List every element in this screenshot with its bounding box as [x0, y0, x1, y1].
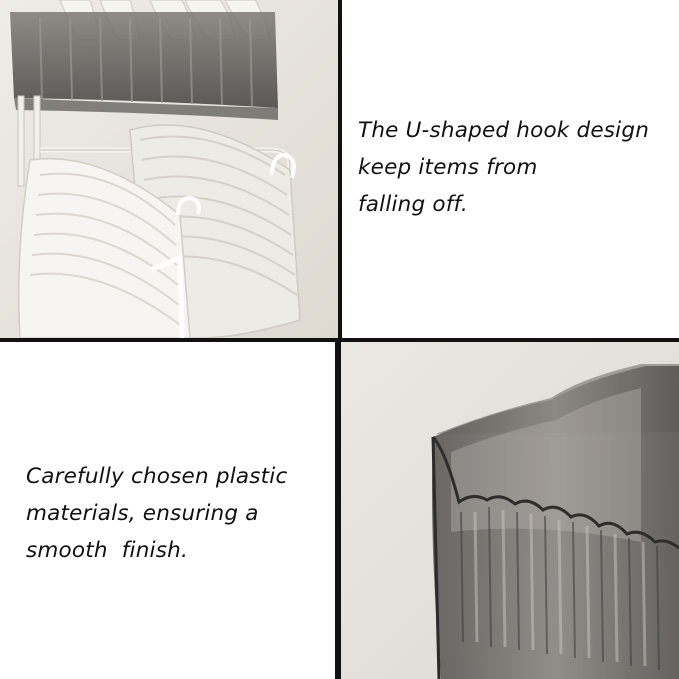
caption-line: smooth finish. [26, 538, 188, 563]
hanger-storage-illustration [0, 0, 338, 338]
caption-line: Carefully chosen plastic [26, 464, 288, 489]
horizontal-divider [0, 338, 679, 342]
caption-line: keep items from [358, 155, 538, 180]
materials-caption: Carefully chosen plastic materials, ensu… [26, 458, 287, 569]
caption-line: materials, ensuring a [26, 501, 259, 526]
basket-closeup-photo [341, 342, 679, 679]
caption-line: falling off. [358, 192, 468, 217]
hanger-storage-photo [0, 0, 338, 338]
vertical-divider-bottom [335, 342, 341, 679]
caption-panel-bottom: Carefully chosen plastic materials, ensu… [0, 342, 335, 679]
vertical-divider-top [338, 0, 342, 338]
hook-design-caption: The U-shaped hook design keep items from… [358, 112, 649, 223]
basket-closeup-illustration [341, 342, 679, 679]
caption-panel-top: The U-shaped hook design keep items from… [342, 0, 679, 334]
caption-line: The U-shaped hook design [358, 118, 650, 143]
